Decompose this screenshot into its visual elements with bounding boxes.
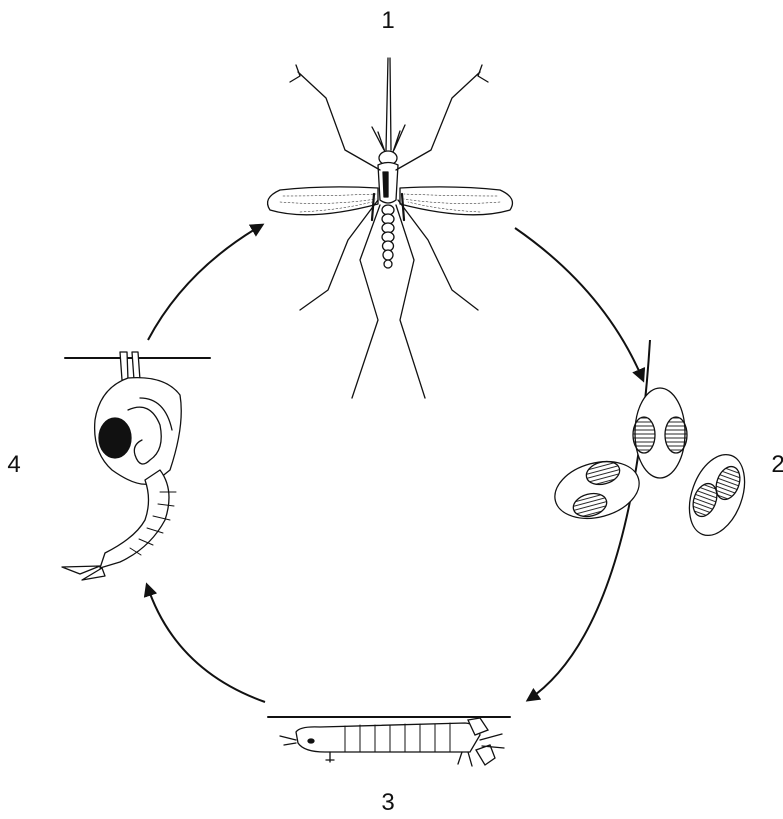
egg-cluster-top [633, 388, 687, 478]
adult-mosquito-icon [268, 58, 513, 398]
egg-cluster-left [548, 453, 645, 527]
stage-label-1: 1 [381, 7, 394, 34]
stage-label-3: 3 [381, 789, 394, 816]
arrow-larva-to-pupa [147, 585, 265, 702]
arrow-pupa-to-adult [148, 225, 262, 340]
eggs-icon [548, 388, 754, 543]
arrow-eggs-to-larva [528, 340, 650, 700]
cycle-arrows [147, 225, 650, 702]
larva-icon [268, 717, 510, 766]
egg-cluster-right [679, 447, 755, 543]
arrow-adult-to-eggs [515, 228, 643, 380]
stage-label-2: 2 [771, 451, 783, 478]
stage-label-4: 4 [7, 451, 20, 478]
pupa-icon [62, 352, 210, 580]
